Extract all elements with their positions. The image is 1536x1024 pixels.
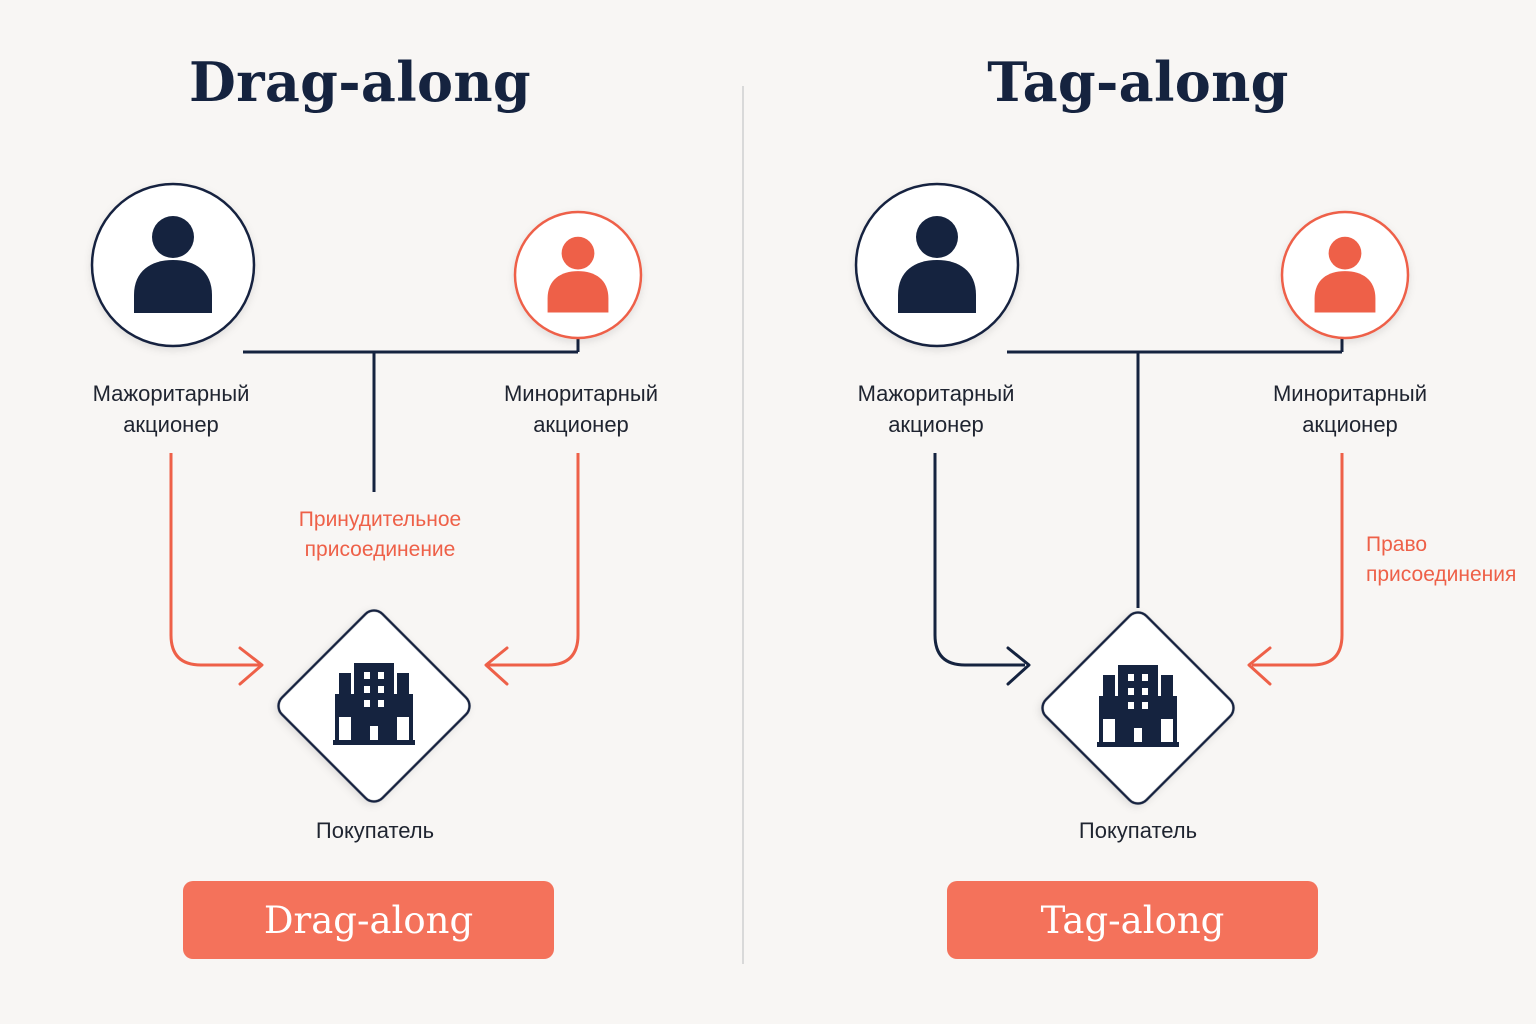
- majority-arrow: [933, 453, 1025, 667]
- tag-along-diagram: [854, 182, 1410, 805]
- majority-label: Мажоритарный акционер: [857, 381, 1015, 437]
- connector-lines: [243, 338, 580, 492]
- minority-label: Миноритарный акционер: [503, 381, 659, 437]
- minority-arrow: [488, 453, 580, 667]
- relation-label: Право присоединения: [1366, 533, 1517, 586]
- minority-arrowhead-icon: [1247, 646, 1272, 686]
- majority-arrow: [169, 453, 260, 667]
- drag-along-button[interactable]: Drag-along: [183, 881, 554, 959]
- tag-along-button[interactable]: Tag-along: [947, 881, 1318, 959]
- buyer-building-icon: [1097, 665, 1179, 747]
- minority-label: Миноритарный акционер: [1272, 381, 1428, 437]
- drag-along-title: Drag-along: [189, 50, 531, 114]
- majority-arrowhead-icon: [238, 646, 264, 686]
- relation-label: Принудительное присоединение: [298, 508, 462, 561]
- majority-label: Мажоритарный акционер: [92, 381, 250, 437]
- buyer-label: Покупатель: [315, 818, 435, 843]
- minority-arrow: [1252, 453, 1344, 667]
- tag-along-title: Tag-along: [987, 50, 1289, 114]
- buyer-label: Покупатель: [1078, 818, 1198, 843]
- majority-arrowhead-icon: [1006, 646, 1031, 686]
- drag-along-diagram: [90, 182, 643, 803]
- minority-arrowhead-icon: [484, 646, 509, 686]
- buyer-building-icon: [333, 663, 415, 745]
- connector-lines: [1007, 338, 1344, 608]
